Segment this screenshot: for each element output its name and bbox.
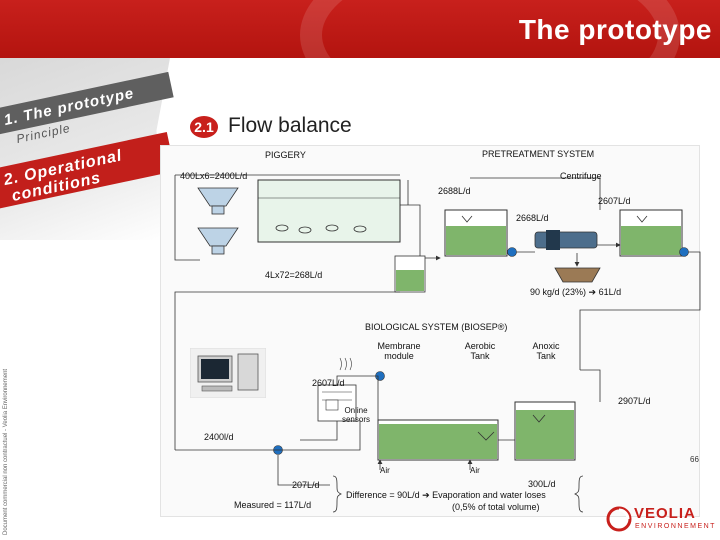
pretreatment-pipes bbox=[400, 177, 701, 370]
logo-subtitle: ENVIRONNEMENT bbox=[635, 523, 716, 530]
page-title: The prototype bbox=[518, 14, 712, 45]
sensor-probe bbox=[325, 399, 339, 411]
section-number-badge: 2.1 bbox=[190, 116, 218, 138]
online-sensors-label: Online sensors bbox=[341, 406, 370, 424]
piggery-label: PIGGERY bbox=[265, 150, 306, 160]
brace bbox=[332, 475, 342, 513]
solids-label: 90 kg/d (23%) ➔ 61L/d bbox=[530, 287, 622, 297]
computer-icon bbox=[190, 348, 266, 398]
veolia-logo: VEOLIA ENVIRONNEMENT bbox=[604, 502, 714, 536]
page-number: 66 bbox=[690, 455, 699, 464]
section-title: Flow balance bbox=[228, 114, 352, 137]
air-label-1: Air bbox=[380, 466, 390, 475]
flow-2607-label: 2607L/d bbox=[598, 196, 631, 206]
membrane-label: Membrane module bbox=[377, 341, 421, 361]
flow-2400-label: 2400l/d bbox=[204, 432, 234, 442]
aerobic-tank bbox=[377, 419, 499, 461]
flow-268-label: 4Lx72=268L/d bbox=[265, 270, 323, 280]
solids-container bbox=[554, 267, 601, 283]
feed-hopper-top bbox=[197, 187, 239, 215]
flow-2688-label: 2688L/d bbox=[438, 186, 471, 196]
difference-label: Difference = 90L/d ➔ Evaporation and wat… bbox=[346, 490, 546, 500]
pretreatment-tank-1 bbox=[444, 209, 508, 257]
centrifuge-label: Centrifuge bbox=[560, 171, 602, 181]
difference-sub-label: (0,5% of total volume) bbox=[452, 502, 540, 512]
veolia-swirl-icon bbox=[606, 506, 632, 532]
side-note: Document commercial non contractuel - Ve… bbox=[3, 368, 9, 535]
feed-hopper-bottom bbox=[197, 227, 239, 255]
anoxic-tank bbox=[514, 401, 576, 461]
flow-2668-label: 2668L/d bbox=[516, 213, 549, 223]
bio-system-label: BIOLOGICAL SYSTEM (BIOSEP®) bbox=[365, 322, 508, 332]
centrifuge bbox=[534, 230, 598, 250]
pretreatment-tank-2 bbox=[619, 209, 683, 257]
anoxic-label: Anoxic Tank bbox=[532, 341, 560, 361]
air-label-2: Air bbox=[470, 466, 480, 475]
flow-in-label: 400Lx6=2400L/d bbox=[180, 171, 248, 181]
flow-207-label: 207L/d bbox=[292, 480, 320, 490]
flow-300-label: 300L/d bbox=[528, 479, 556, 489]
aerobic-label: Aerobic Tank bbox=[464, 341, 496, 361]
logo-word: VEOLIA bbox=[634, 505, 696, 522]
pig-icon bbox=[275, 224, 367, 234]
measured-label: Measured = 117L/d bbox=[234, 500, 312, 510]
bio-pipes bbox=[175, 369, 601, 486]
flow-2607b-label: 2607L/d bbox=[312, 378, 345, 388]
flow-2907-label: 2907L/d bbox=[618, 396, 651, 406]
pretreatment-label: PRETREATMENT SYSTEM bbox=[482, 149, 595, 159]
piggery-building bbox=[257, 174, 401, 243]
sludge-tank bbox=[394, 255, 426, 293]
brace-right bbox=[574, 475, 584, 513]
